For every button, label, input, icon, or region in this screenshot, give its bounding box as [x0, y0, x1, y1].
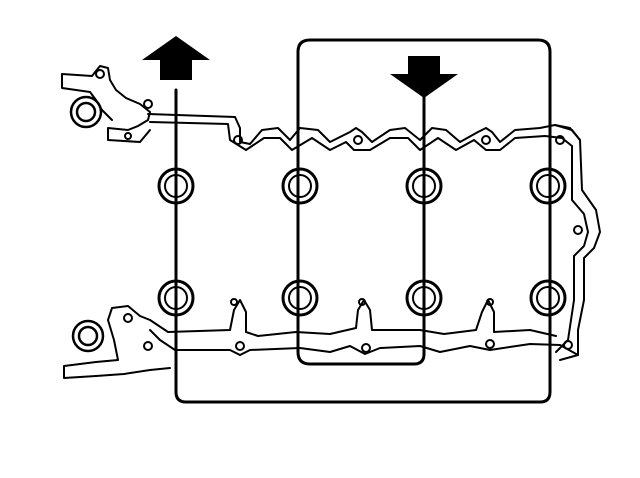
gasket-top-edge-inner	[149, 121, 563, 151]
bolt-rings	[157, 167, 567, 317]
hole	[486, 298, 494, 306]
bolt-ring-inner	[288, 174, 312, 198]
gasket-right-edge	[554, 124, 601, 361]
end-ring-bottom-outer	[71, 319, 105, 353]
hole	[485, 339, 495, 349]
end-ring-top-inner	[75, 101, 97, 123]
bolt-ring-outer	[281, 279, 319, 317]
hole	[555, 135, 565, 145]
bolt-ring-inner	[536, 174, 560, 198]
arrow-up	[142, 36, 210, 80]
bolt-ring-inner	[288, 286, 312, 310]
bolt-ring-inner	[536, 286, 560, 310]
hole	[143, 341, 153, 351]
gasket-holes	[95, 69, 583, 353]
hole	[481, 135, 491, 145]
outer-sequence-loop	[174, 38, 552, 404]
hole	[233, 135, 243, 145]
hole	[95, 69, 105, 79]
gasket-bottom-edge-inner	[149, 299, 557, 337]
end-ring-top-outer	[69, 95, 103, 129]
hole	[143, 99, 153, 109]
gasket-outline	[61, 65, 601, 379]
hole	[563, 340, 573, 350]
direction-arrows	[142, 36, 458, 98]
bolt-ring-outer	[529, 279, 567, 317]
gasket-bottom-edge	[149, 329, 579, 356]
sequence-paths	[174, 38, 552, 404]
hole	[230, 298, 238, 306]
end-ring-bottom-inner	[77, 325, 99, 347]
hole	[573, 225, 583, 235]
bolt-ring-outer	[529, 167, 567, 205]
hole	[358, 298, 366, 306]
gasket-top-edge	[147, 113, 581, 145]
hole	[235, 341, 245, 351]
bolt-ring-outer	[281, 167, 319, 205]
hole	[353, 135, 363, 145]
gasket-left-top-ear	[61, 65, 151, 143]
arrow-down	[390, 56, 458, 98]
hole	[124, 132, 132, 140]
gasket-left-bottom-ear	[63, 305, 171, 379]
hole	[361, 343, 371, 353]
end-rings	[69, 95, 105, 353]
hole	[123, 313, 133, 323]
gasket-right-edge-inner	[555, 137, 589, 353]
